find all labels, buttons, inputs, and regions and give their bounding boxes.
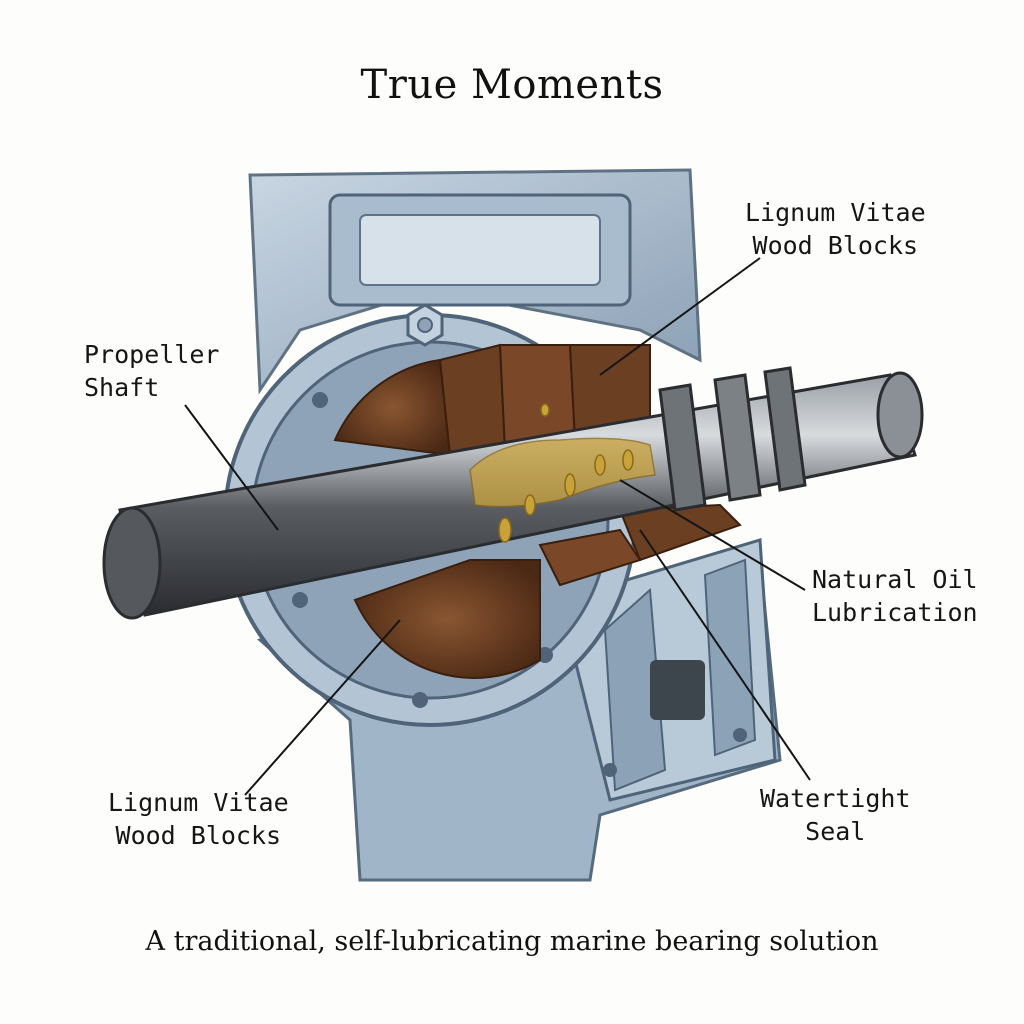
watertight-seal-rings [658,366,807,512]
leader-lines [184,257,811,796]
leader-natural-oil [619,479,806,591]
label-wood-blocks-bottom: Lignum Vitae Wood Blocks [108,788,289,850]
leader-watertight-seal [639,529,811,781]
label-natural-oil-lubrication: Natural Oil Lubrication [812,565,978,627]
label-propeller-shaft: Propeller Shaft [84,340,220,402]
diagram-title: True Moments [360,62,664,108]
label-watertight-seal: Watertight Seal [760,784,911,846]
label-wood-blocks-top: Lignum Vitae Wood Blocks [745,198,926,260]
leader-propeller-shaft [184,404,279,531]
oil-lubrication [469,403,656,543]
housing-upper [248,168,702,395]
bolt-icon [406,303,444,347]
diagram-caption: A traditional, self-lubricating marine b… [145,926,879,957]
wood-block-upper-face [333,343,651,457]
leader-wood-blocks-top [599,257,761,376]
leader-wood-blocks-bottom [244,619,401,796]
